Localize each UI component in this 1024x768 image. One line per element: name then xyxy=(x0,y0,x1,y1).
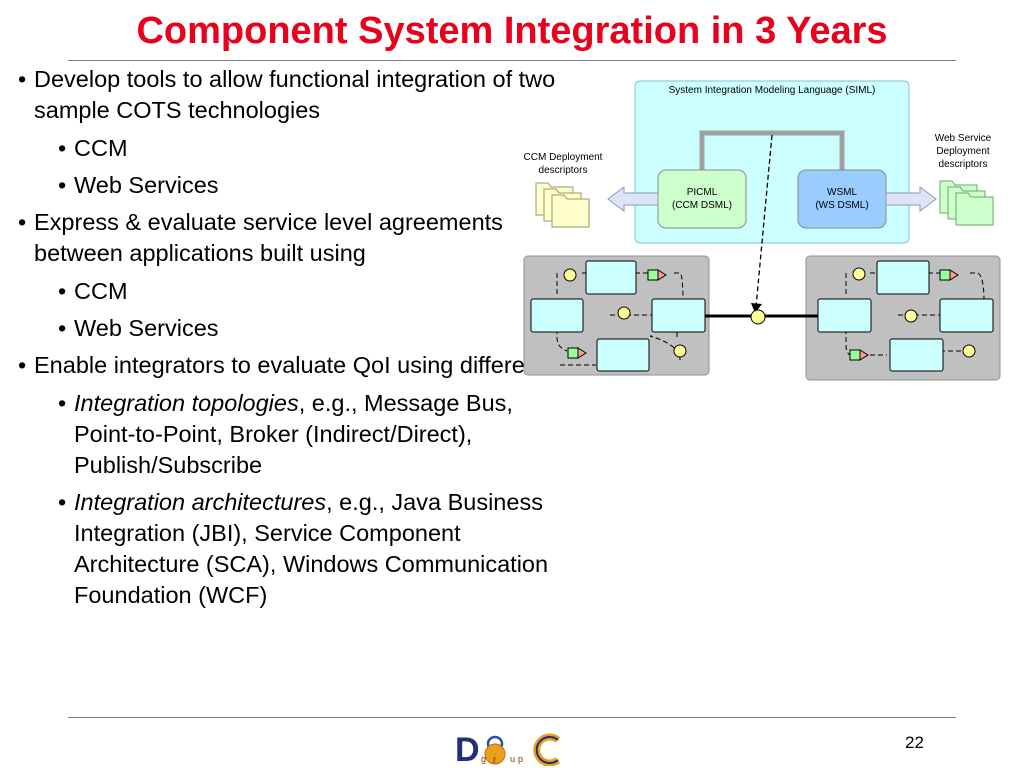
bullet-marker-icon: • xyxy=(58,390,67,416)
siml-connector xyxy=(699,130,845,170)
sub-bullet-item: • Web Services xyxy=(58,170,558,201)
sub-bullet-item: • CCM xyxy=(58,133,558,164)
doc-group-logo: D g u p r xyxy=(455,731,561,766)
sub-bullet-item: • Web Services xyxy=(58,313,558,344)
picml-sublabel: (CCM DSML) xyxy=(672,200,732,211)
wsml-sublabel: (WS DSML) xyxy=(815,200,868,211)
bullet-marker-icon: • xyxy=(18,66,27,92)
ccm-descriptors-sublabel: descriptors xyxy=(539,165,588,176)
footer-divider xyxy=(68,717,956,718)
wsml-box xyxy=(797,169,887,229)
bullet-emphasis: Integration architectures xyxy=(74,489,327,515)
picml-label: PICML xyxy=(687,187,718,198)
svg-text:r: r xyxy=(493,755,497,766)
bullet-list: • Develop tools to allow functional integ… xyxy=(18,64,558,617)
svg-text:g: g xyxy=(481,754,486,764)
ccm-descriptors-label: CCM Deployment xyxy=(524,152,603,163)
bullet-text: Enable integrators to evaluate QoI using… xyxy=(34,352,545,378)
wsml-label: WSML xyxy=(827,187,857,198)
bullet-text: Web Services xyxy=(74,315,219,341)
sub-bullet-item: • Integration topologies, e.g., Message B… xyxy=(58,388,558,481)
siml-label: System Integration Modeling Language (SI… xyxy=(669,85,876,96)
bullet-text: CCM xyxy=(74,135,128,161)
arrowhead-icon xyxy=(751,303,762,313)
integration-connector-icon xyxy=(750,309,766,325)
bullet-text: CCM xyxy=(74,278,128,304)
title-divider xyxy=(68,60,956,61)
bullet-text: , e.g., Java Business Integration (JBI),… xyxy=(74,489,549,608)
integration-diagram: System Integration Modeling Language (SI… xyxy=(523,80,1001,381)
sub-bullet-item: • CCM xyxy=(58,276,558,307)
bullet-marker-icon: • xyxy=(58,278,67,304)
ws-descriptor-files-icon xyxy=(939,180,994,226)
siml-generation-arrow xyxy=(755,134,773,308)
picml-to-ccm-arrow xyxy=(607,186,659,212)
bullet-item: • Express & evaluate service level agreem… xyxy=(18,207,558,269)
bullet-item: • Develop tools to allow functional integ… xyxy=(18,64,558,126)
bullet-text: Develop tools to allow functional integr… xyxy=(34,66,556,123)
sub-bullet-item: • Integration architectures, e.g., Java B… xyxy=(58,487,558,611)
picml-box xyxy=(657,169,747,229)
wsml-to-ws-arrow xyxy=(885,186,937,212)
svg-text:u: u xyxy=(510,754,515,764)
bullet-marker-icon: • xyxy=(58,489,67,515)
bullet-text: , e.g., Message Bus, Point-to-Point, Bro… xyxy=(74,390,513,478)
ws-descriptors-sublabel-2: descriptors xyxy=(939,159,988,170)
slide-title: Component System Integration in 3 Years xyxy=(136,10,888,52)
ws-descriptors-sublabel: Deployment xyxy=(936,146,990,157)
bullet-marker-icon: • xyxy=(58,135,67,161)
bullet-text: Web Services xyxy=(74,172,219,198)
ws-component-panel xyxy=(805,255,1001,381)
bullet-marker-icon: • xyxy=(58,315,67,341)
page-number: 22 xyxy=(905,733,924,752)
bullet-emphasis: Integration topologies xyxy=(74,390,299,416)
ccm-descriptor-files-icon xyxy=(535,182,590,228)
bullet-text: Express & evaluate service level agreeme… xyxy=(34,209,503,266)
ccm-component-panel xyxy=(523,255,710,376)
ws-descriptors-label: Web Service xyxy=(935,133,992,144)
bullet-item: • Enable integrators to evaluate QoI usin… xyxy=(18,350,558,381)
bullet-marker-icon: • xyxy=(18,209,27,235)
bullet-marker-icon: • xyxy=(58,172,67,198)
svg-text:D: D xyxy=(455,731,480,766)
svg-text:p: p xyxy=(518,754,523,764)
bullet-marker-icon: • xyxy=(18,352,27,378)
